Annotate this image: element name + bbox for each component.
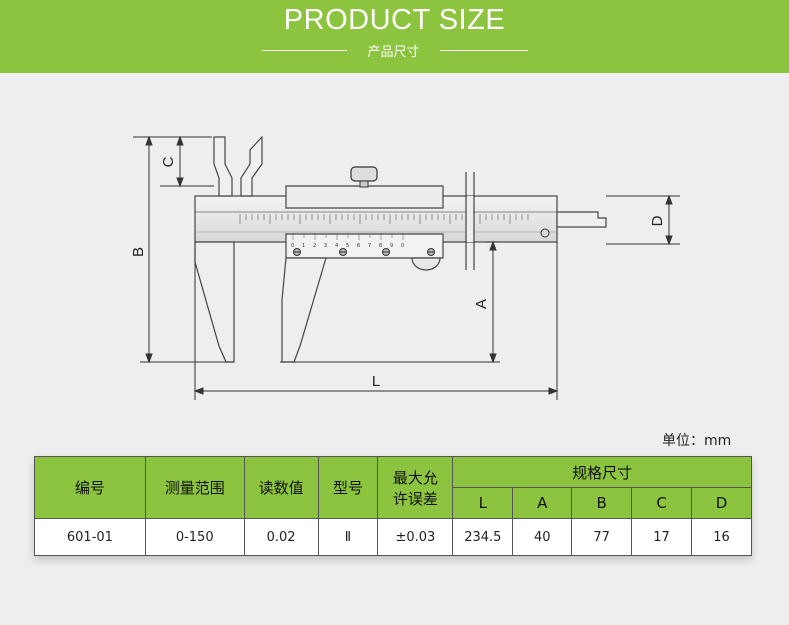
dimension-label-c: C [160,156,177,167]
dimension-lines [133,135,680,400]
col-header-d: D [691,487,752,519]
dimension-label-d: D [649,215,666,226]
unit-label: 单位：mm [662,433,732,449]
cell-error: ±0.03 [377,518,454,556]
cell-reading: 0.02 [243,518,319,556]
svg-text:0: 0 [291,243,294,249]
banner-divider-left [262,50,347,51]
dimension-label-l: L [372,373,380,390]
cell-range: 0-150 [144,518,245,556]
banner-divider-right [440,50,528,51]
cell-c: 17 [631,518,693,556]
col-header-spec-group: 规格尺寸 [452,456,752,488]
moving-lower-jaw [281,257,327,363]
svg-text:0: 0 [401,243,404,249]
slider-screws [293,248,435,256]
svg-text:9: 9 [390,243,393,249]
cell-model: Ⅱ [317,518,379,556]
svg-text:1: 1 [302,243,305,249]
vernier-scale: 0 1 2 3 4 5 6 7 8 9 0 [291,234,404,249]
vernier-plate [285,233,444,259]
header-banner: PRODUCT SIZE 产品尺寸 [0,0,789,73]
beam-end-screw [540,228,550,238]
svg-text:2: 2 [313,243,316,249]
break-lines [465,172,475,270]
col-header-error-line2: 许误差 [392,489,438,508]
dimension-label-b: B [130,247,147,257]
fixed-upper-jaw [213,136,233,197]
svg-text:6: 6 [357,243,360,249]
svg-text:5: 5 [346,243,349,249]
banner-title: PRODUCT SIZE [283,4,506,36]
banner-subtitle: 产品尺寸 [367,45,420,60]
svg-text:7: 7 [368,243,371,249]
thumb-wheel [411,257,441,271]
cell-a: 40 [512,518,573,556]
col-header-l: L [452,487,514,519]
depth-rod [556,211,607,228]
caliper-diagram: 0 1 2 3 4 5 6 7 8 9 0 [130,135,680,400]
svg-text:3: 3 [324,243,327,249]
table-row: 601-01 0-150 0.02 Ⅱ ±0.03 234.5 40 77 17… [34,518,752,556]
table-header-row: 编号 测量范围 读数值 型号 最大允 许误差 规格尺寸 [34,456,752,519]
lock-screw-knob [350,166,378,182]
main-scale-ticks [239,214,529,224]
spec-table: 编号 测量范围 读数值 型号 最大允 许误差 规格尺寸 L A B C D 60… [34,456,752,556]
moving-upper-jaw [240,135,263,197]
dimension-label-a: A [473,299,490,309]
cell-d: 16 [691,518,752,556]
col-header-range: 测量范围 [144,456,245,519]
col-header-error: 最大允 许误差 [377,456,454,519]
cell-l: 234.5 [452,518,514,556]
col-header-error-line1: 最大允 [392,468,438,487]
col-header-c: C [631,487,693,519]
slider [285,185,444,209]
svg-text:4: 4 [335,243,338,249]
col-header-a: A [512,487,573,519]
col-header-reading: 读数值 [243,456,319,519]
svg-text:8: 8 [379,243,382,249]
table-subheader-row: L A B C D [35,487,752,519]
cell-code: 601-01 [34,518,146,556]
col-header-code: 编号 [34,456,146,519]
col-header-b: B [571,487,633,519]
col-header-model: 型号 [317,456,379,519]
cell-b: 77 [571,518,633,556]
fixed-lower-jaw [194,241,235,363]
